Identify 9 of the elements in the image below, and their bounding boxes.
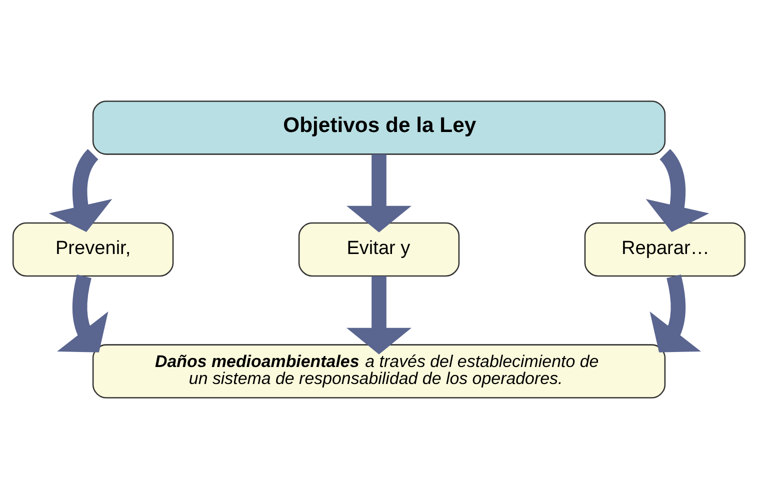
- node-box: Prevenir,: [12, 222, 174, 277]
- arrow: [650, 274, 701, 352]
- node-box: Evitar y: [298, 222, 460, 277]
- arrow: [346, 276, 412, 354]
- node-box: Daños medioambientales a través del establecimiento de un sistema de responsabilidad de los operadores.: [92, 344, 666, 398]
- arrow: [57, 274, 108, 352]
- node-box: Objetivos de la Ley: [92, 100, 666, 155]
- arrow: [346, 154, 412, 232]
- node-box: Reparar…: [584, 222, 746, 277]
